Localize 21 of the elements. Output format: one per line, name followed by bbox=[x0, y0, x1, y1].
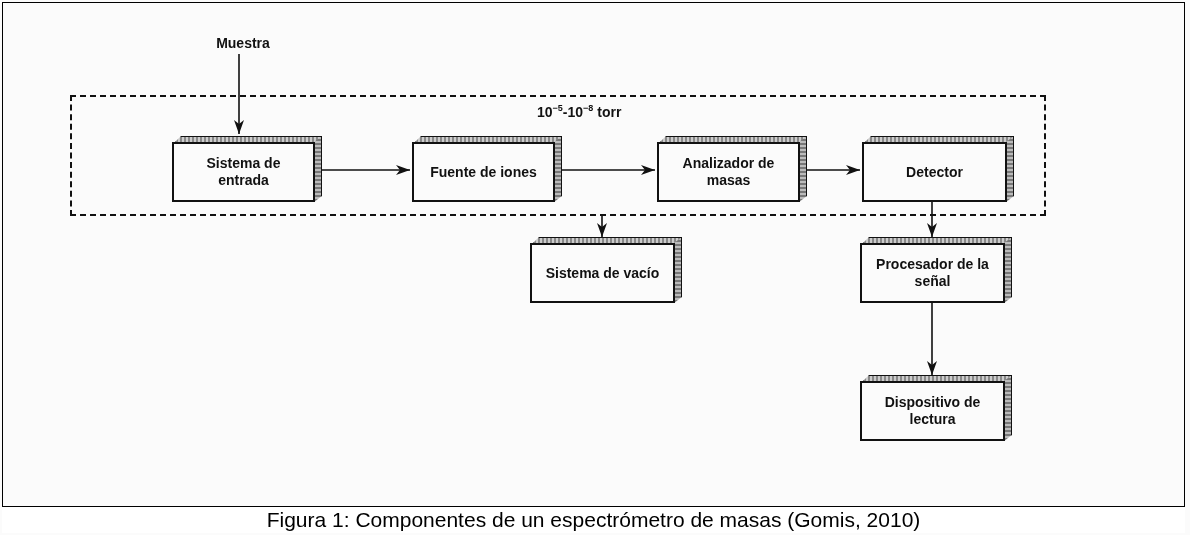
component-block bbox=[530, 237, 682, 303]
arrow bbox=[234, 53, 244, 135]
block-label: Analizador de masas bbox=[681, 155, 776, 189]
component-block bbox=[412, 136, 562, 202]
component-block bbox=[657, 136, 807, 202]
block-label: Procesador de la señal bbox=[875, 256, 990, 290]
component-block bbox=[172, 136, 322, 202]
block-label: Detector bbox=[906, 163, 963, 181]
input-label: Muestra bbox=[216, 35, 270, 51]
block-label: Dispositivo de lectura bbox=[883, 394, 982, 428]
component-block bbox=[860, 375, 1012, 441]
component-block bbox=[862, 136, 1014, 202]
figure-caption: Figura 1: Componentes de un espectrómetro de masas (Gomis, 2010) bbox=[266, 508, 921, 532]
block-label: Sistema de vacío bbox=[545, 264, 660, 282]
arrow bbox=[927, 302, 937, 376]
block-label: Sistema de entrada bbox=[205, 155, 282, 189]
block-label: Fuente de iones bbox=[430, 163, 537, 181]
dashed-enclosure bbox=[70, 95, 1046, 216]
pressure-label: 10$^{−5}$-10$^{−8}$ torr bbox=[537, 103, 622, 120]
component-block bbox=[860, 237, 1012, 303]
arrow bbox=[597, 215, 607, 238]
